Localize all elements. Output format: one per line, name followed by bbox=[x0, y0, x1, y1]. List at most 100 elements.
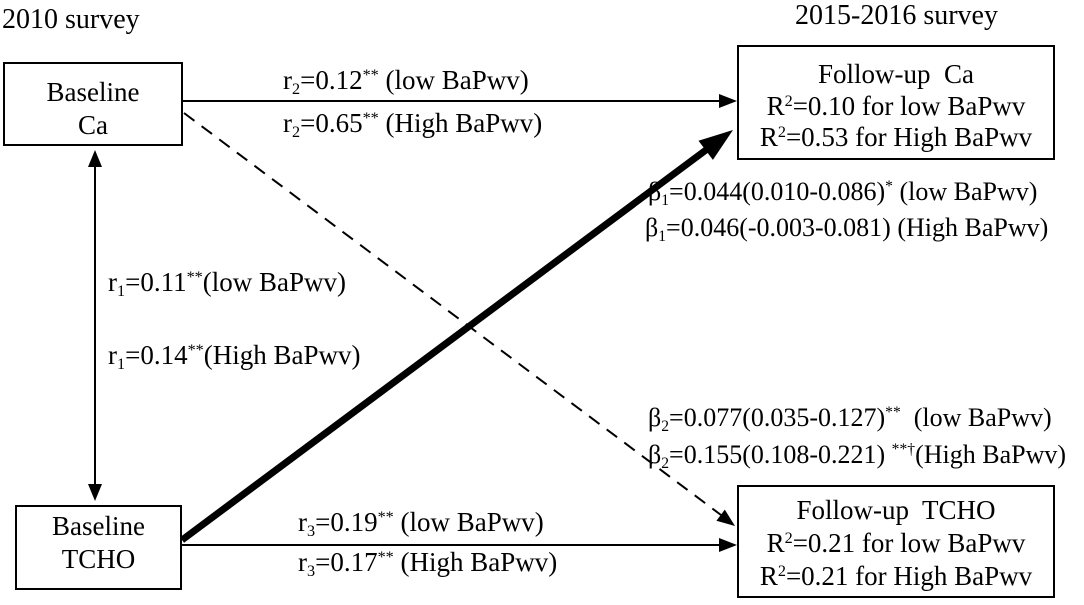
label-value: =0.11 bbox=[125, 267, 187, 297]
path-label-beta2-high: β2=0.155(0.108-0.221) **†(High BaPwv) bbox=[648, 440, 1066, 472]
label-significance: ** bbox=[362, 66, 379, 85]
label-symbol: r bbox=[283, 108, 292, 138]
stat-symbol: R bbox=[766, 90, 785, 121]
label-value: =0.046(-0.003-0.081) bbox=[666, 213, 891, 242]
box-line: TCHO bbox=[61, 544, 136, 574]
label-group: (High BaPwv) bbox=[203, 340, 361, 370]
label-significance: ** bbox=[377, 508, 394, 527]
label-symbol: β bbox=[645, 213, 659, 242]
arrow-shaft-dashed bbox=[183, 112, 722, 516]
label-value: =0.044(0.010-0.086) bbox=[669, 177, 886, 206]
label-group: (low BaPwv) bbox=[378, 65, 529, 95]
label-group: (High BaPwv) bbox=[915, 440, 1066, 469]
label-group: (High BaPwv) bbox=[890, 213, 1049, 242]
label-group: (low BaPwv) bbox=[900, 403, 1052, 432]
label-symbol: r bbox=[298, 507, 307, 537]
label-subscript: 2 bbox=[292, 80, 301, 99]
arrow-baseline-ca-to-followup-tcho bbox=[183, 112, 735, 526]
label-significance: **† bbox=[891, 441, 916, 459]
label-significance: ** bbox=[187, 341, 204, 360]
label-value: =0.65 bbox=[300, 108, 363, 138]
label-symbol: β bbox=[648, 440, 662, 469]
stat-text: =0.10 for low BaPwv bbox=[792, 90, 1026, 121]
stat-text: =0.53 for High BaPwv bbox=[785, 122, 1033, 152]
stat-superscript: 2 bbox=[784, 91, 793, 110]
path-label-r2-low: r2=0.12** (low BaPwv) bbox=[283, 65, 529, 99]
path-label-beta1-low: β1=0.044(0.010-0.086)* (low BaPwv) bbox=[648, 177, 1038, 209]
label-group: (High BaPwv) bbox=[378, 108, 543, 138]
label-group: (High BaPwv) bbox=[393, 547, 558, 577]
label-significance: * bbox=[885, 178, 893, 196]
stat-superscript: 2 bbox=[777, 562, 786, 581]
label-subscript: 2 bbox=[292, 123, 301, 142]
stat-text: =0.21 for High BaPwv bbox=[785, 561, 1033, 591]
label-subscript: 3 bbox=[307, 562, 316, 581]
label-symbol: β bbox=[648, 177, 662, 206]
arrow-baseline-tcho-to-followup-tcho bbox=[182, 538, 737, 552]
stat-superscript: 2 bbox=[777, 123, 786, 142]
stat-text: =0.21 for low BaPwv bbox=[792, 528, 1026, 558]
baseline-ca-box: Baseline Ca bbox=[3, 62, 183, 146]
stat-symbol: R bbox=[759, 561, 778, 591]
arrow-baseline-tcho-to-followup-ca bbox=[179, 130, 733, 543]
path-label-r3-low: r3=0.19** (low BaPwv) bbox=[298, 507, 544, 541]
baseline-tcho-box: Baseline TCHO bbox=[15, 505, 182, 590]
r-squared-low: R2=0.10 for low BaPwv bbox=[739, 91, 1053, 123]
arrowhead bbox=[716, 509, 735, 526]
arrowhead-bottom bbox=[88, 484, 102, 501]
double-arrow-baseline-correlation bbox=[88, 150, 102, 501]
arrowhead bbox=[719, 94, 737, 108]
label-group: (low BaPwv) bbox=[202, 267, 347, 297]
label-subscript: 1 bbox=[117, 355, 126, 374]
label-subscript: 1 bbox=[658, 227, 667, 245]
label-group: (low BaPwv) bbox=[892, 177, 1038, 206]
label-symbol: r bbox=[283, 65, 292, 95]
label-symbol: r bbox=[108, 267, 117, 297]
label-symbol: r bbox=[298, 547, 307, 577]
arrowhead-top bbox=[88, 150, 102, 167]
box-line: Baseline bbox=[52, 511, 145, 541]
label-significance: ** bbox=[186, 268, 203, 287]
label-subscript: 2 bbox=[661, 454, 670, 472]
stat-symbol: R bbox=[766, 528, 785, 558]
label-subscript: 1 bbox=[117, 282, 126, 301]
label-significance: ** bbox=[362, 109, 379, 128]
label-symbol: r bbox=[108, 340, 117, 370]
r-squared-high: R2=0.53 for High BaPwv bbox=[739, 122, 1053, 154]
path-label-r2-high: r2=0.65** (High BaPwv) bbox=[283, 108, 543, 142]
box-title: Follow-up TCHO bbox=[796, 495, 996, 525]
followup-ca-box: Follow-up Ca R2=0.10 for low BaPwv R2=0.… bbox=[737, 45, 1055, 160]
label-subscript: 1 bbox=[661, 191, 670, 209]
path-label-r3-high: r3=0.17** (High BaPwv) bbox=[298, 547, 558, 581]
label-value: =0.14 bbox=[125, 340, 188, 370]
label-symbol: β bbox=[648, 403, 662, 432]
arrow-baseline-ca-to-followup-ca bbox=[183, 94, 737, 108]
box-title: Follow-up Ca bbox=[817, 59, 974, 89]
baseline-survey-header: 2010 survey bbox=[2, 4, 140, 35]
path-label-beta2-low: β2=0.077(0.035-0.127)** (low BaPwv) bbox=[648, 403, 1052, 435]
label-value: =0.077(0.035-0.127) bbox=[669, 403, 886, 432]
path-label-beta1-high: β1=0.046(-0.003-0.081) (High BaPwv) bbox=[645, 213, 1049, 245]
stat-superscript: 2 bbox=[784, 529, 793, 548]
followup-tcho-box: Follow-up TCHO R2=0.21 for low BaPwv R2=… bbox=[737, 485, 1055, 598]
label-value: =0.155(0.108-0.221) bbox=[669, 440, 892, 469]
label-significance: ** bbox=[377, 548, 394, 567]
label-group: (low BaPwv) bbox=[393, 507, 544, 537]
label-value: =0.19 bbox=[315, 507, 378, 537]
box-line: Baseline bbox=[46, 77, 140, 107]
label-value: =0.12 bbox=[300, 65, 363, 95]
r-squared-high: R2=0.21 for High BaPwv bbox=[739, 560, 1053, 593]
arrow-shaft-thick bbox=[179, 144, 713, 543]
label-significance: ** bbox=[885, 404, 901, 422]
label-value: =0.17 bbox=[315, 547, 378, 577]
label-subscript: 3 bbox=[307, 522, 316, 541]
arrowhead bbox=[719, 538, 737, 552]
label-subscript: 2 bbox=[661, 417, 670, 435]
stat-symbol: R bbox=[759, 122, 778, 152]
followup-survey-header: 2015-2016 survey bbox=[795, 0, 998, 31]
r-squared-low: R2=0.21 for low BaPwv bbox=[739, 527, 1053, 560]
path-label-r1-high: r1=0.14**(High BaPwv) bbox=[108, 340, 361, 374]
path-label-r1-low: r1=0.11**(low BaPwv) bbox=[108, 267, 347, 301]
arrowhead bbox=[698, 130, 733, 160]
